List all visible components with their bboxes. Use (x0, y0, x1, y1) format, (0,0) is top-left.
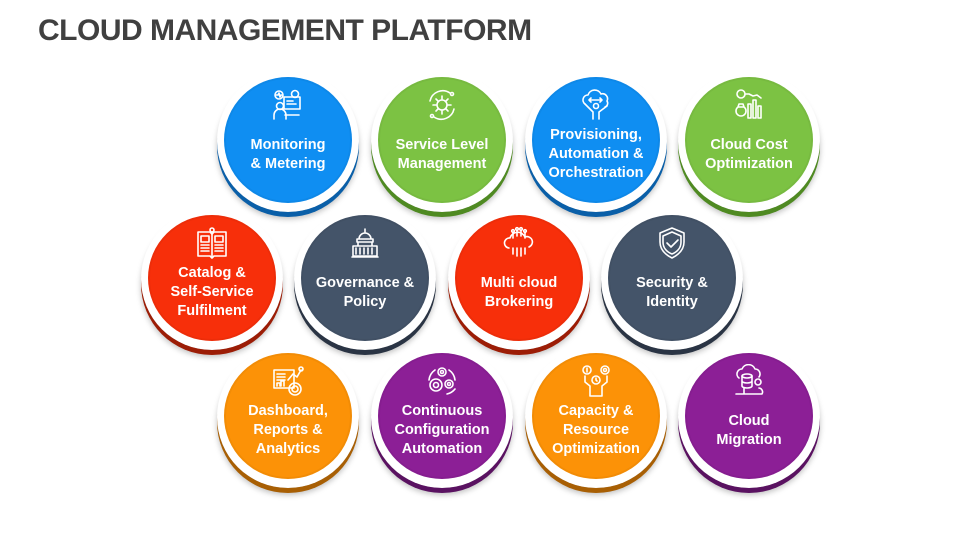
node-security: Security & Identity (601, 208, 743, 350)
node-catalog: Catalog & Self-Service Fulfilment (141, 208, 283, 350)
node-label: Service Level Management (395, 137, 489, 172)
node-monitoring: Monitoring & Metering (217, 70, 359, 212)
node-label: Governance & Policy (315, 275, 415, 310)
money-chart-icon (732, 88, 766, 122)
node-label: Catalog & Self-Service Fulfilment (170, 265, 254, 319)
node-label: Cloud Cost Optimization (705, 137, 793, 172)
capitol-building-icon (348, 226, 382, 260)
node-provisioning: Provisioning, Automation & Orchestration (525, 70, 667, 212)
node-configuration: Continuous Configuration Automation (371, 346, 513, 488)
node-label: Multi cloud Brokering (480, 275, 558, 310)
dashboard-chart-icon (271, 364, 305, 398)
gear-cycle-icon (425, 88, 459, 122)
person-gears-money-icon (579, 364, 613, 398)
node-capacity: Capacity & Resource Optimization (525, 346, 667, 488)
open-book-icon (195, 226, 229, 260)
shield-check-icon (655, 226, 689, 260)
node-label: Dashboard, Reports & Analytics (248, 403, 328, 457)
node-label: Continuous Configuration Automation (394, 403, 490, 457)
node-label: Capacity & Resource Optimization (552, 403, 640, 457)
node-label: Cloud Migration (716, 413, 782, 448)
gears-icon (425, 364, 459, 398)
node-label: Security & Identity (636, 275, 708, 310)
node-label: Provisioning, Automation & Orchestration (548, 127, 644, 181)
page-title: CLOUD MANAGEMENT PLATFORM (38, 14, 532, 47)
cloud-hand-icon (579, 88, 613, 122)
node-label: Monitoring & Metering (250, 137, 326, 172)
cloud-database-icon (732, 363, 766, 398)
node-multi-cloud: Multi cloud Brokering (448, 208, 590, 350)
node-migration: Cloud Migration (678, 346, 820, 488)
node-governance: Governance & Policy (294, 208, 436, 350)
monitor-person-icon (271, 88, 305, 122)
node-dashboard: Dashboard, Reports & Analytics (217, 346, 359, 488)
node-cost-optimization: Cloud Cost Optimization (678, 70, 820, 212)
node-service-level: Service Level Management (371, 70, 513, 212)
cloud-network-icon (502, 226, 536, 260)
